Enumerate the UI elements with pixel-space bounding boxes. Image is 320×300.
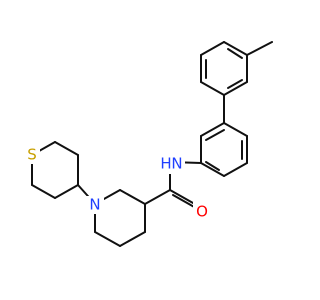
- bond-benzene-upper-double-3: [227, 79, 243, 89]
- sulfur-atom-label: S: [27, 146, 37, 164]
- bond-benzene-upper-4: [223, 41, 248, 56]
- bond-benzene-lower-3: [223, 122, 248, 137]
- bond-carbonyl-double-b: [172, 194, 197, 209]
- bond-pip-to-carbonyl: [144, 189, 171, 205]
- bond-benzene-upper-1: [200, 81, 225, 96]
- amide-nh-label-bg: [159, 154, 185, 174]
- amide-nitrogen-label: N: [171, 155, 182, 173]
- bond-benzene-lower-double-3: [205, 161, 220, 171]
- piperidine-nitrogen-label: N: [89, 196, 100, 214]
- molecule-diagram: S N H N O: [24, 41, 273, 247]
- molecule-svg: S N H N O: [24, 41, 273, 247]
- oxygen-label-bg: [193, 202, 211, 220]
- bond-benzene-lower-6: [200, 162, 225, 177]
- bond-pip-4: [119, 231, 146, 247]
- bond-thiane-2: [31, 184, 56, 199]
- bond-methyl: [246, 41, 273, 56]
- bond-thiane-3: [54, 184, 79, 199]
- bond-benzene-upper-6: [223, 81, 248, 96]
- piperidine-nitrogen-label-bg: [86, 196, 104, 214]
- bond-benzene-lower-double-1: [205, 129, 225, 141]
- bond-benzene-upper-3: [200, 41, 225, 56]
- bond-pip-2: [119, 189, 146, 205]
- bond-carbonyl-double-a: [169, 189, 194, 204]
- bond-benzene-lower-2: [200, 122, 225, 137]
- amide-nitrogen-hydrogen-label: H: [160, 155, 171, 173]
- bond-benzene-upper-double-2: [227, 48, 243, 59]
- bond-thiane-5: [54, 141, 79, 156]
- bond-benzene-lower-5: [223, 162, 248, 177]
- sulfur-label-bg: [24, 144, 40, 164]
- carbonyl-oxygen-label: O: [196, 203, 208, 221]
- bond-pip-5: [94, 231, 121, 247]
